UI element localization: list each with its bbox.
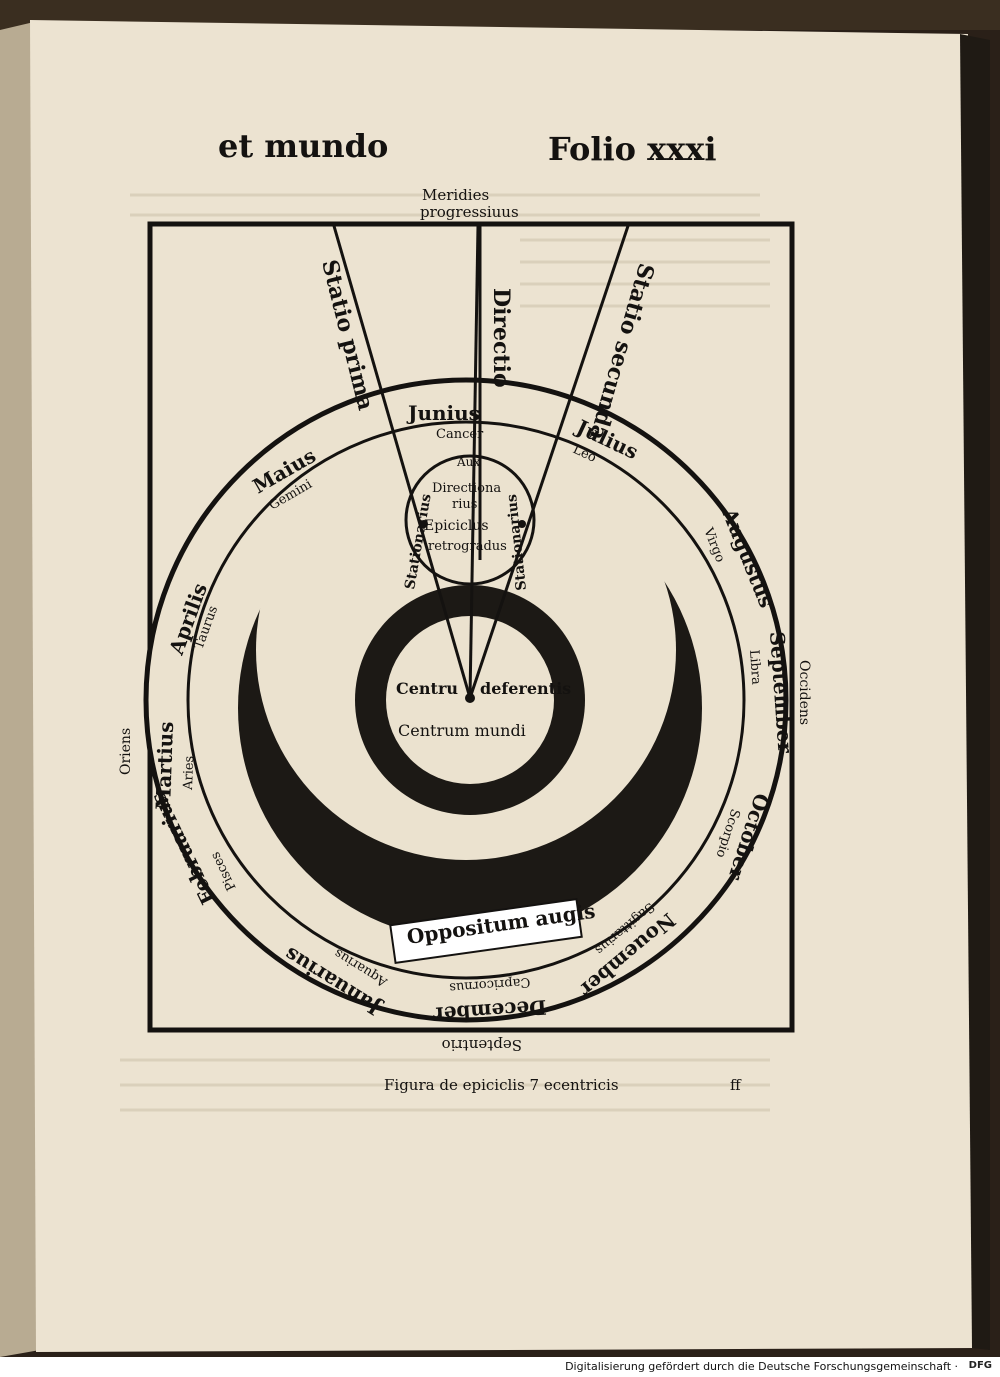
header-right: Folio xxxi [548, 130, 717, 168]
oppositum-banner [389, 897, 583, 965]
month-junius: Junius [406, 401, 480, 425]
sign-capricornus: Capricornus [449, 974, 531, 995]
occidens-label: Occidens [796, 660, 812, 725]
sign-libra: Libra [746, 649, 763, 685]
epicycle-circle [404, 454, 536, 586]
meridies-label: Meridies [422, 186, 489, 204]
aux-label: Aux [456, 455, 480, 469]
septentrio-label: Septentrio [442, 1036, 522, 1054]
station-point-right [518, 520, 526, 528]
centrum-deferentis-2: deferentis [480, 679, 571, 698]
epicycle-line-2: rius [452, 497, 477, 512]
footer-credit: Digitalisierung gefördert durch die Deut… [565, 1360, 958, 1373]
diagram-frame [147, 221, 795, 1033]
right-edge-shadow [960, 34, 990, 1350]
bleed-through-text [120, 193, 770, 1112]
centrum-mundi-label: Centrum mundi [398, 721, 526, 740]
signature-mark: ff [730, 1076, 742, 1094]
epicycle-line-4: retrogradus [428, 539, 507, 554]
sign-cancer: Cancer [436, 427, 484, 442]
oriens-label: Oriens [118, 728, 134, 775]
epicycle-line-3: Epiciclus [424, 518, 489, 534]
footer-bar [0, 1357, 1000, 1377]
dfg-logo: DFG [968, 1360, 992, 1371]
figure-caption: Figura de epiciclis 7 ecentricis [384, 1076, 619, 1094]
epicycle-line-1: Directiona [432, 481, 501, 496]
month-martius: Martius [151, 721, 178, 810]
centrum-deferentis-1: Centru [396, 679, 458, 698]
station-point-left [420, 520, 428, 528]
ray-lines [332, 225, 630, 699]
left-page-curl [0, 22, 40, 1357]
directio-label: Directio [488, 288, 514, 388]
sign-aries: Aries [181, 756, 197, 792]
progressiuus-label: progressiuus [420, 203, 519, 221]
center-point [465, 693, 475, 703]
header-left: et mundo [218, 127, 388, 165]
